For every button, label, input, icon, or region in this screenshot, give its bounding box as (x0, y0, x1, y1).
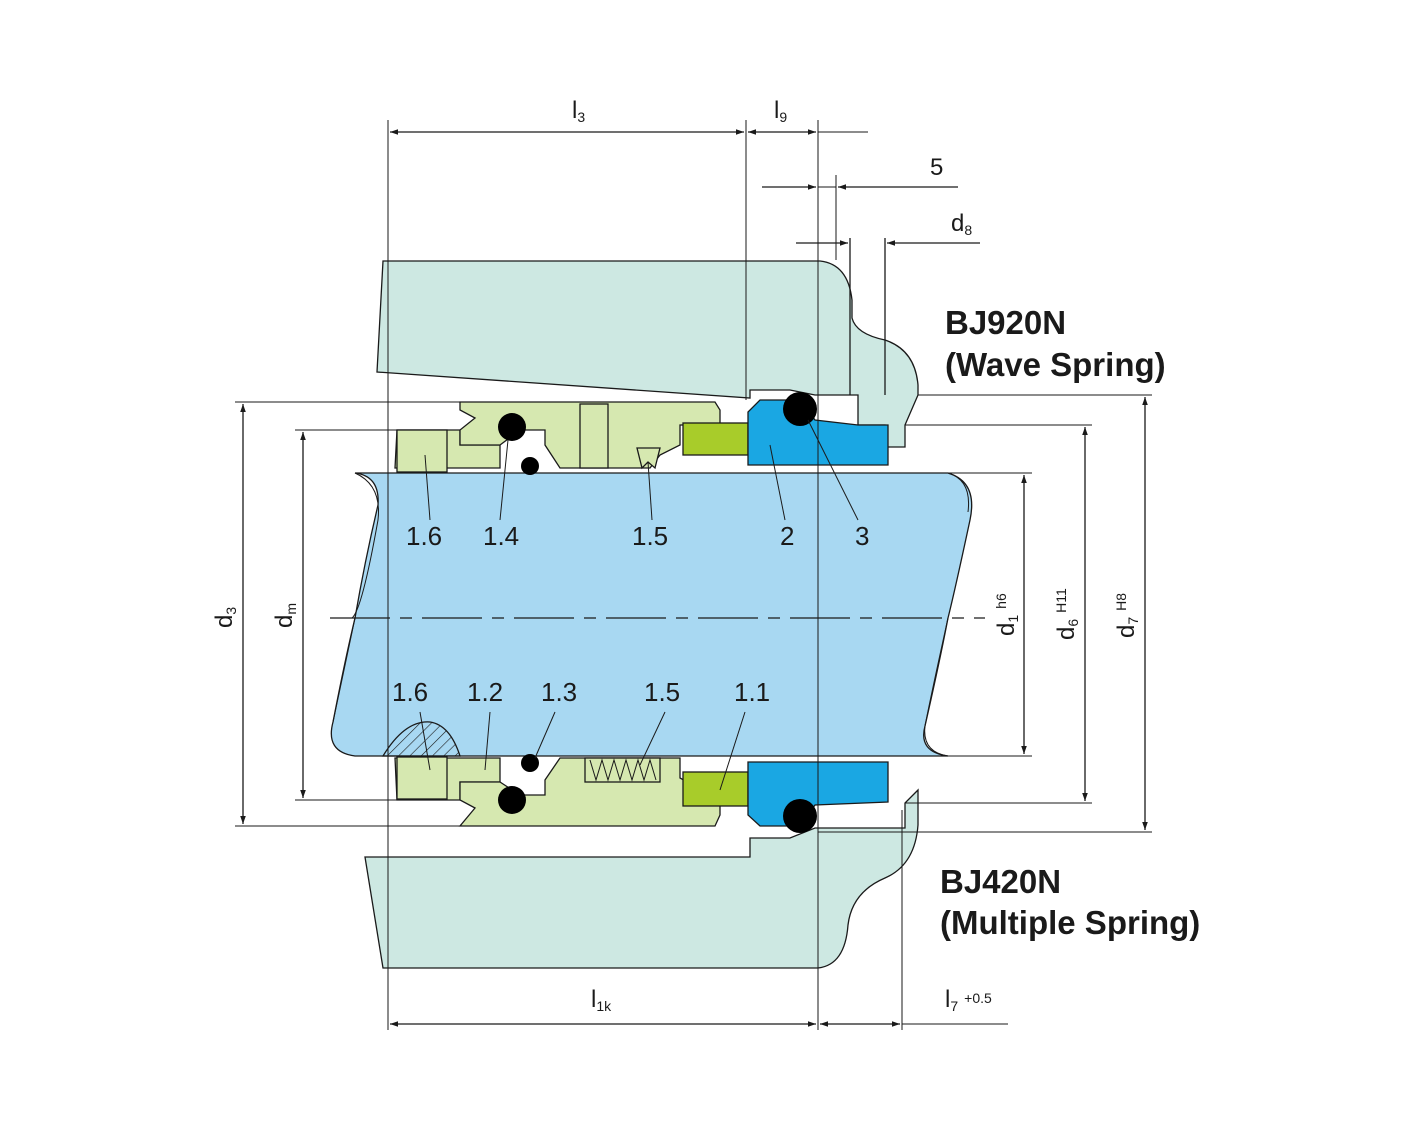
part-label-top-1.6: 1.6 (406, 521, 442, 551)
bottom-seal-face (682, 771, 749, 807)
leader-bottom-1.1 (719, 711, 746, 791)
shaft-break-left-lower (332, 617, 356, 723)
top-oring-small (521, 457, 539, 475)
part-label-bottom-1.3: 1.3 (541, 677, 577, 707)
leader-bottom-1.6 (419, 711, 431, 771)
model-bottom-spring: (Multiple Spring) (940, 904, 1200, 941)
label-d8: d8 (951, 210, 972, 238)
leader-top-1.6 (424, 454, 431, 521)
label-5: 5 (930, 154, 943, 181)
top-screw-1.6 (396, 429, 448, 473)
part-label-top-1.5: 1.5 (632, 521, 668, 551)
part-label-top-3: 3 (855, 521, 869, 551)
bottom-screw-1.6 (396, 756, 448, 800)
label-l7: l7+0.5 (945, 986, 992, 1014)
part-label-top-1.4: 1.4 (483, 521, 519, 551)
part-label-bottom-1.2: 1.2 (467, 677, 503, 707)
part-label-bottom-1.1: 1.1 (734, 677, 770, 707)
part-label-bottom-1.6: 1.6 (392, 677, 428, 707)
top-setscrew (579, 403, 609, 469)
leader-top-1.4 (499, 439, 509, 521)
leader-bottom-1.5 (639, 711, 666, 766)
leader-top-1.5 (647, 461, 653, 521)
top-seal-face (682, 422, 749, 456)
bottom-oring-1.3 (521, 754, 539, 772)
label-d3: d3 (211, 607, 239, 628)
shaft-break-right-lower (924, 617, 949, 757)
top-oring-1.4 (498, 413, 526, 441)
leader-bottom-1.2 (484, 711, 491, 771)
bottom-spring-zigzag (589, 758, 657, 782)
model-bottom-name: BJ420N (940, 863, 1061, 900)
label-d7: d7H8 (1113, 593, 1141, 638)
label-d1: d1h6 (993, 593, 1021, 636)
bottom-oring-seat (783, 799, 817, 833)
model-top-spring: (Wave Spring) (945, 346, 1166, 383)
shaft-break-right (947, 472, 970, 513)
label-l3: l3 (572, 97, 585, 125)
model-top-name: BJ920N (945, 304, 1066, 341)
top-wave-spring (636, 447, 661, 470)
bottom-oring-large (498, 786, 526, 814)
part-label-top-2: 2 (780, 521, 794, 551)
shaft-break-left (351, 472, 380, 619)
label-l1k: l1k (591, 986, 612, 1014)
housing-bottom (364, 788, 919, 969)
label-dm: dm (271, 603, 299, 628)
leader-top-3 (807, 419, 859, 521)
top-oring-3 (783, 392, 817, 426)
bottom-hatched-dome (381, 721, 461, 757)
label-l9: l9 (774, 97, 787, 125)
part-label-bottom-1.5: 1.5 (644, 677, 680, 707)
leader-top-2 (769, 444, 786, 521)
leader-bottom-1.3 (534, 711, 556, 759)
label-d6: d6H11 (1053, 588, 1081, 640)
